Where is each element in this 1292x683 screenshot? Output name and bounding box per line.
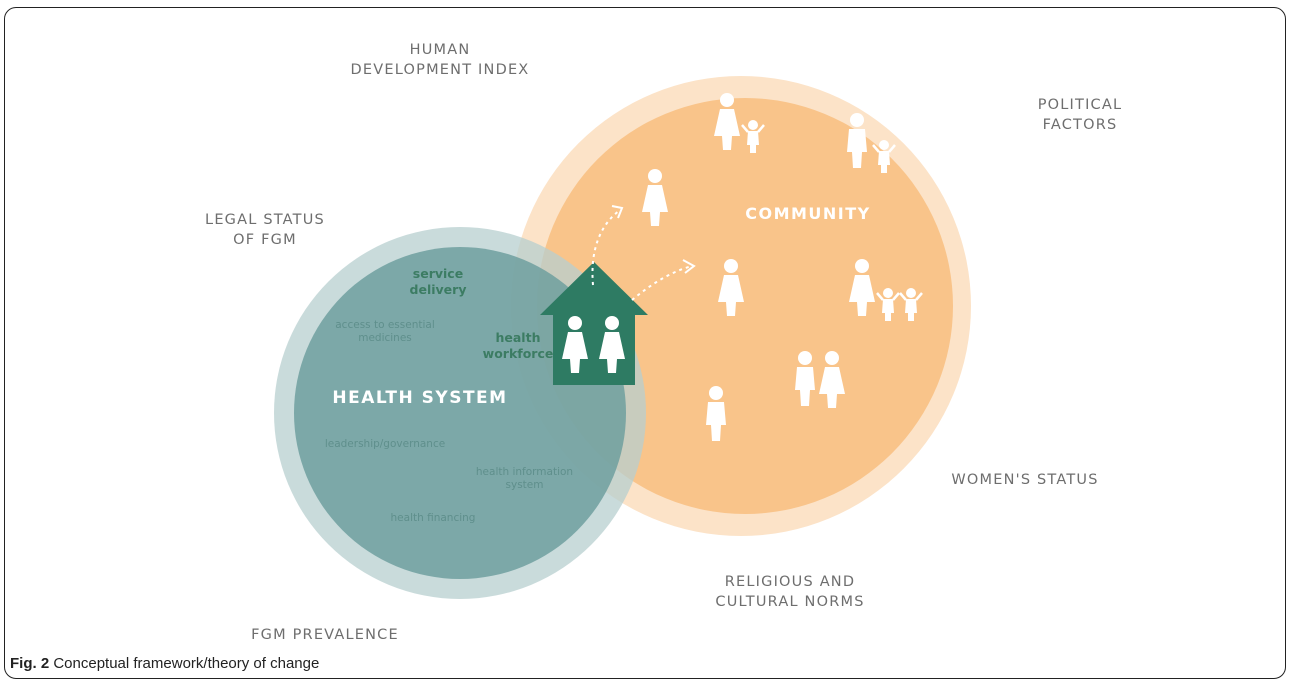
component-information-system: health information system bbox=[475, 466, 574, 491]
label-political-factors: POLITICAL FACTORS bbox=[1037, 97, 1123, 133]
label-fgm-prevalence: FGM PREVALENCE bbox=[251, 627, 399, 643]
arrow-to-pregnant bbox=[631, 265, 693, 301]
label-womens-status: WOMEN'S STATUS bbox=[951, 472, 1099, 488]
component-service-delivery: service delivery bbox=[409, 266, 467, 297]
component-financing: health financing bbox=[390, 512, 476, 524]
health-system-title: HEALTH SYSTEM bbox=[332, 388, 508, 408]
component-health-workforce: health workforce bbox=[482, 330, 554, 361]
label-religious-norms: RELIGIOUS AND CULTURAL NORMS bbox=[715, 574, 865, 610]
community-title: COMMUNITY bbox=[745, 204, 871, 223]
health-system-circle bbox=[294, 247, 626, 579]
label-legal-status: LEGAL STATUS OF FGM bbox=[205, 212, 325, 248]
component-leadership: leadership/governance bbox=[324, 438, 446, 450]
figure-caption: Fig. 2 Conceptual framework/theory of ch… bbox=[10, 655, 319, 672]
caption-prefix: Fig. 2 bbox=[10, 655, 50, 672]
label-human-development-index: HUMAN DEVELOPMENT INDEX bbox=[350, 42, 530, 78]
caption-text: Conceptual framework/theory of change bbox=[49, 655, 320, 672]
component-essential-medicines: access to essential medicines bbox=[335, 319, 435, 344]
